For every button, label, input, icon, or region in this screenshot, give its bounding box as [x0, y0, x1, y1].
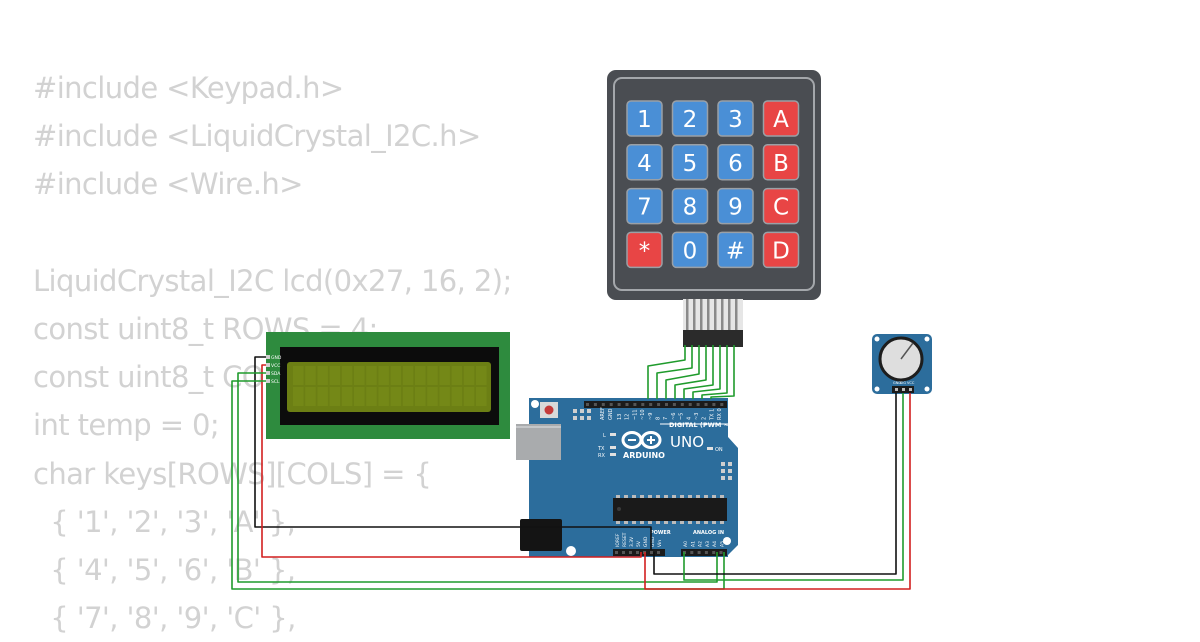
- svg-text:L: L: [603, 433, 606, 439]
- keypad-border: [613, 77, 815, 291]
- digital-pin-label: 7: [663, 417, 669, 420]
- keypad-key[interactable]: A: [762, 100, 800, 137]
- keypad-key[interactable]: 3: [717, 100, 754, 137]
- wires: [231, 345, 911, 590]
- pot-pin-label: SIG: [900, 381, 906, 385]
- usb-port: [516, 424, 561, 460]
- power-pin-label: GND: [643, 536, 649, 547]
- digital-pin-label: 2: [702, 417, 708, 420]
- keypad-key-label: 1: [637, 107, 652, 133]
- svg-text:GND: GND: [608, 408, 614, 420]
- digital-pin-label: RX 0: [717, 408, 723, 420]
- uno-label: UNO: [670, 433, 704, 451]
- analog-pin-label: A3: [705, 541, 711, 547]
- lcd-16x2-i2c[interactable]: GND VCC SDA SCL: [266, 332, 510, 439]
- keypad-key[interactable]: 1: [626, 100, 663, 137]
- power-pin-label: 5V: [636, 540, 642, 547]
- keypad-key[interactable]: 6: [717, 144, 754, 181]
- lcd-pin-label: GND: [271, 355, 282, 361]
- power-jack: [520, 519, 562, 551]
- lcd-pin-label: SDA: [271, 371, 281, 377]
- digital-pin-label: ~9: [648, 413, 654, 420]
- keypad-key-label: *: [639, 238, 651, 264]
- keypad-key-label: 3: [728, 107, 743, 133]
- digital-pin-label: ~5: [679, 413, 685, 420]
- code-line: int temp = 0;: [33, 408, 220, 443]
- keypad-key[interactable]: *: [626, 231, 663, 269]
- keypad-key[interactable]: D: [762, 231, 800, 269]
- keypad-4x4[interactable]: 1 2 3 A 4 5 6 B 7 8 9 C * 0 # D: [607, 70, 821, 300]
- svg-text:POWER: POWER: [650, 530, 671, 536]
- keypad-key[interactable]: 7: [626, 187, 663, 225]
- code-line: #include <Wire.h>: [33, 167, 303, 202]
- svg-text:TX: TX: [597, 446, 605, 452]
- keypad-key-label: 9: [728, 195, 743, 221]
- keypad-key-label: 7: [637, 195, 652, 221]
- power-pin-label: RESET: [622, 532, 628, 547]
- keypad-key-label: C: [773, 195, 789, 221]
- arduino-logo: [621, 431, 662, 449]
- svg-text:AREF: AREF: [600, 407, 606, 420]
- power-pin-label: 3.3V: [629, 536, 635, 547]
- code-line: #include <Keypad.h>: [33, 71, 344, 105]
- keypad-key-label: A: [773, 107, 789, 133]
- analog-header: [681, 549, 727, 556]
- digital-pin-label: 12: [625, 414, 631, 420]
- arduino-brand: ARDUINO: [623, 451, 665, 460]
- pot-pin-label: GND: [893, 381, 901, 385]
- digital-header: [584, 401, 727, 408]
- keypad-connector: [683, 299, 743, 347]
- digital-pin-label: 8: [656, 417, 662, 420]
- keypad-key-label: #: [726, 238, 745, 264]
- svg-text:ON: ON: [715, 447, 723, 453]
- keypad-key[interactable]: 2: [671, 100, 709, 137]
- keypad-key-label: B: [773, 151, 789, 177]
- keypad-key[interactable]: B: [762, 144, 800, 181]
- pot-pin-label: VCC: [907, 381, 915, 385]
- digital-pin-label: TX 1: [709, 409, 715, 421]
- keypad-key[interactable]: C: [762, 187, 800, 225]
- keypad-key-label: 8: [683, 195, 698, 221]
- keypad-key-label: D: [772, 238, 790, 264]
- code-line: #include <LiquidCrystal_I2C.h>: [33, 119, 481, 154]
- keypad-key[interactable]: 9: [717, 187, 754, 225]
- digital-pin-label: ~11: [632, 409, 638, 420]
- digital-label: DIGITAL (PWM ~): [669, 421, 732, 429]
- power-pin-label: Vin: [657, 540, 663, 547]
- keypad-key-label: 5: [683, 151, 698, 177]
- digital-pin-label: ~3: [694, 413, 700, 420]
- analog-pin-label: A2: [698, 541, 704, 547]
- atmega-chip: [613, 498, 727, 521]
- digital-pin-label: ~6: [671, 413, 677, 420]
- lcd-pin-label: SCL: [271, 379, 280, 385]
- keypad-key[interactable]: 0: [671, 231, 709, 269]
- svg-text:RX: RX: [598, 453, 605, 459]
- digital-pin-label: 13: [617, 414, 623, 420]
- keypad-key-label: 2: [683, 107, 698, 133]
- digital-pin-label: 4: [686, 417, 692, 420]
- analog-pin-label: A1: [690, 541, 696, 547]
- keypad-key[interactable]: #: [717, 231, 754, 269]
- keypad-key-label: 4: [637, 151, 652, 177]
- svg-text:ANALOG IN: ANALOG IN: [693, 530, 724, 536]
- keypad-key-label: 6: [728, 151, 743, 177]
- analog-pin-label: A0: [683, 541, 689, 547]
- analog-pin-label: A4: [712, 541, 718, 547]
- power-pin-label: IOREF: [615, 533, 621, 547]
- code-line: { '7', '8', '9', 'C' },: [33, 601, 296, 636]
- analog-pin-label: A5: [720, 541, 726, 547]
- keypad-key[interactable]: 8: [671, 187, 709, 225]
- keypad-key[interactable]: 4: [626, 144, 663, 181]
- digital-pin-label: ~10: [640, 409, 646, 420]
- lcd-pin-label: VCC: [271, 363, 280, 369]
- code-line: LiquidCrystal_I2C lcd(0x27, 16, 2);: [33, 263, 512, 298]
- keypad-key-label: 0: [683, 238, 698, 264]
- keypad-key[interactable]: 5: [671, 144, 709, 181]
- power-pin-label: GND: [650, 536, 656, 547]
